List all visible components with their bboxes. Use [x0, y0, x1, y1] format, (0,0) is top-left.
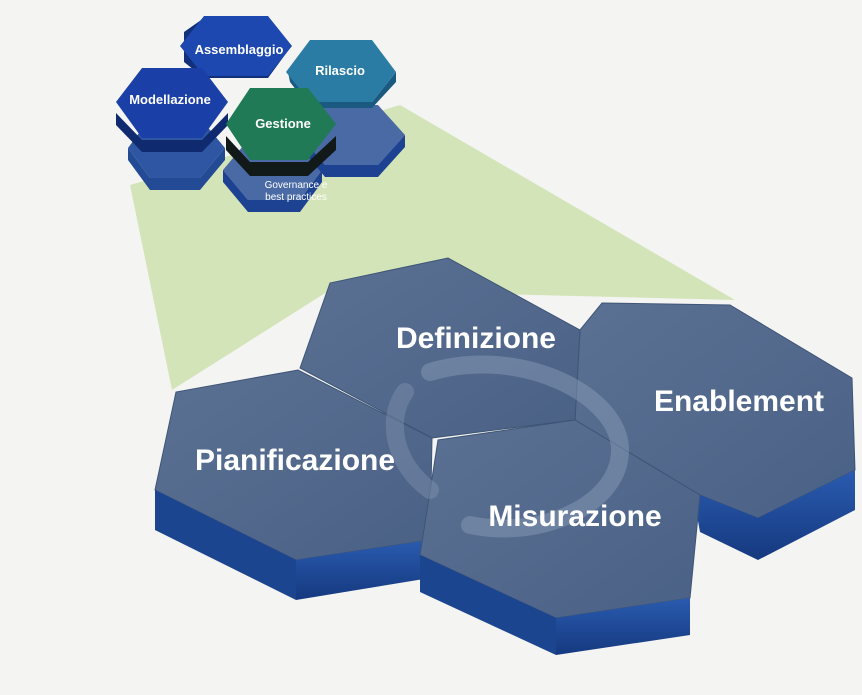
hex-modellazione: [116, 68, 228, 152]
label-definizione: Definizione: [396, 322, 556, 355]
cycle-arrow-overlay-left: [385, 383, 439, 499]
label-rilascio: Rilascio: [315, 63, 365, 78]
label-modellazione: Modellazione: [129, 92, 211, 107]
label-pianificazione: Pianificazione: [195, 444, 395, 477]
label-governance-line1: Governance e: [265, 180, 328, 191]
hex-gestione: [226, 88, 336, 176]
label-assemblaggio: Assemblaggio: [195, 42, 284, 57]
hex-rilascio: [286, 40, 396, 108]
hex-assemblaggio: [180, 16, 292, 78]
label-enablement: Enablement: [654, 385, 824, 418]
hex-pianificazione: [154, 369, 433, 600]
label-misurazione: Misurazione: [488, 500, 661, 533]
hex-enablement: [574, 302, 856, 560]
hex-misurazione: [419, 419, 701, 655]
label-governance-line2: best practices: [265, 192, 327, 203]
small-hex-cluster: Assemblaggio Rilascio Modellazione Gesti…: [116, 16, 405, 212]
cycle-arrow-overlay: [421, 355, 630, 538]
label-gestione: Gestione: [255, 116, 311, 131]
large-hex-cluster: Definizione Enablement Pianificazione Mi…: [154, 257, 856, 655]
